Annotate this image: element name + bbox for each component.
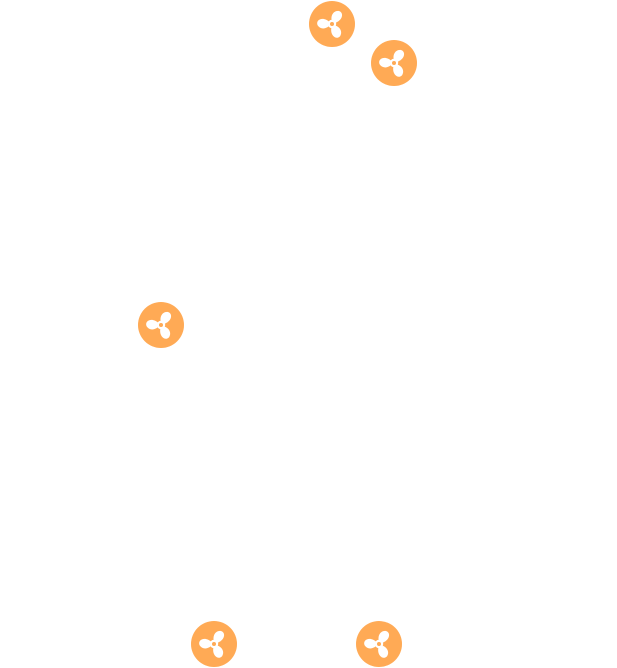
fan-icon: [137, 301, 185, 349]
fan-icon: [190, 620, 238, 668]
fan-icon: [308, 0, 356, 48]
fan-marker[interactable]: [370, 39, 418, 87]
fan-marker[interactable]: [137, 301, 185, 349]
fan-icon: [370, 39, 418, 87]
fan-marker[interactable]: [355, 620, 403, 668]
fan-marker[interactable]: [308, 0, 356, 48]
fan-icon: [355, 620, 403, 668]
fan-marker[interactable]: [190, 620, 238, 668]
